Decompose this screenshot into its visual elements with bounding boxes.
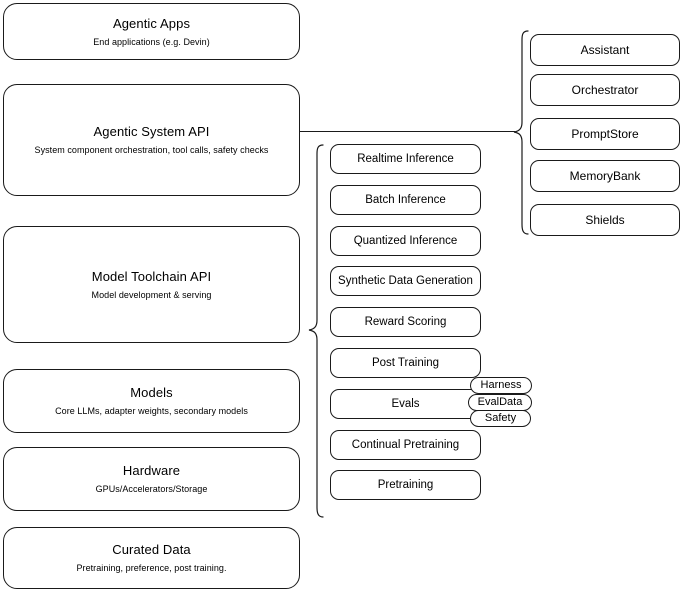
layer-models[interactable]: Models Core LLMs, adapter weights, secon… — [3, 369, 300, 433]
layer-subtitle: GPUs/Accelerators/Storage — [95, 484, 208, 494]
system-component-label: PromptStore — [571, 126, 639, 141]
system-component-shields[interactable]: Shields — [530, 204, 680, 236]
component-evals[interactable]: Evals — [330, 389, 481, 419]
layer-model-toolchain-api[interactable]: Model Toolchain API Model development & … — [3, 226, 300, 343]
layer-subtitle: Model development & serving — [91, 289, 212, 300]
component-pretraining[interactable]: Pretraining — [330, 470, 481, 500]
layer-title: Agentic Apps — [112, 15, 191, 31]
layer-title: Curated Data — [112, 542, 191, 557]
system-component-label: Shields — [585, 212, 625, 227]
system-components-brace — [513, 30, 529, 235]
system-component-assistant[interactable]: Assistant — [530, 34, 680, 66]
layer-hardware[interactable]: Hardware GPUs/Accelerators/Storage — [3, 447, 300, 511]
component-label: Reward Scoring — [364, 316, 447, 328]
component-label: Batch Inference — [365, 194, 446, 206]
component-synthetic-data-generation[interactable]: Synthetic Data Generation — [330, 266, 481, 296]
evals-subcomponent-label: Harness — [480, 379, 522, 391]
layer-subtitle: Pretraining, preference, post training. — [76, 563, 227, 573]
layer-title: Hardware — [122, 463, 181, 478]
component-label: Continual Pretraining — [351, 439, 460, 451]
system-component-orchestrator[interactable]: Orchestrator — [530, 74, 680, 106]
component-label: Evals — [391, 398, 420, 410]
evals-subcomponent-evaldata[interactable]: EvalData — [468, 394, 532, 411]
layer-title: Agentic System API — [93, 124, 210, 139]
layer-title: Models — [130, 385, 173, 400]
system-component-label: MemoryBank — [569, 168, 641, 183]
component-quantized-inference[interactable]: Quantized Inference — [330, 226, 481, 256]
connector-system-api-to-components — [300, 131, 515, 132]
evals-subcomponent-safety[interactable]: Safety — [470, 410, 531, 427]
component-label: Synthetic Data Generation — [338, 275, 473, 287]
evals-subcomponent-label: Safety — [484, 412, 517, 424]
component-post-training[interactable]: Post Training — [330, 348, 481, 378]
system-component-label: Assistant — [580, 42, 630, 57]
component-label: Pretraining — [377, 479, 434, 491]
system-component-memorybank[interactable]: MemoryBank — [530, 160, 680, 192]
layer-title: Model Toolchain API — [91, 268, 212, 284]
component-continual-pretraining[interactable]: Continual Pretraining — [330, 430, 481, 460]
component-label: Realtime Inference — [357, 153, 454, 165]
layer-subtitle: System component orchestration, tool cal… — [34, 145, 269, 155]
component-batch-inference[interactable]: Batch Inference — [330, 185, 481, 215]
evals-subcomponent-label: EvalData — [477, 396, 523, 408]
component-label: Quantized Inference — [353, 235, 458, 247]
evals-subcomponent-harness[interactable]: Harness — [470, 377, 532, 394]
system-component-promptstore[interactable]: PromptStore — [530, 118, 680, 150]
component-realtime-inference[interactable]: Realtime Inference — [330, 144, 481, 174]
layer-agentic-system-api[interactable]: Agentic System API System component orch… — [3, 84, 300, 196]
toolchain-brace — [308, 144, 324, 518]
layer-agentic-apps[interactable]: Agentic Apps End applications (e.g. Devi… — [3, 3, 300, 60]
component-label: Post Training — [371, 357, 440, 369]
layer-curated-data[interactable]: Curated Data Pretraining, preference, po… — [3, 527, 300, 589]
layer-subtitle: Core LLMs, adapter weights, secondary mo… — [55, 406, 248, 416]
layer-subtitle: End applications (e.g. Devin) — [93, 36, 210, 47]
component-reward-scoring[interactable]: Reward Scoring — [330, 307, 481, 337]
system-component-label: Orchestrator — [571, 82, 639, 97]
